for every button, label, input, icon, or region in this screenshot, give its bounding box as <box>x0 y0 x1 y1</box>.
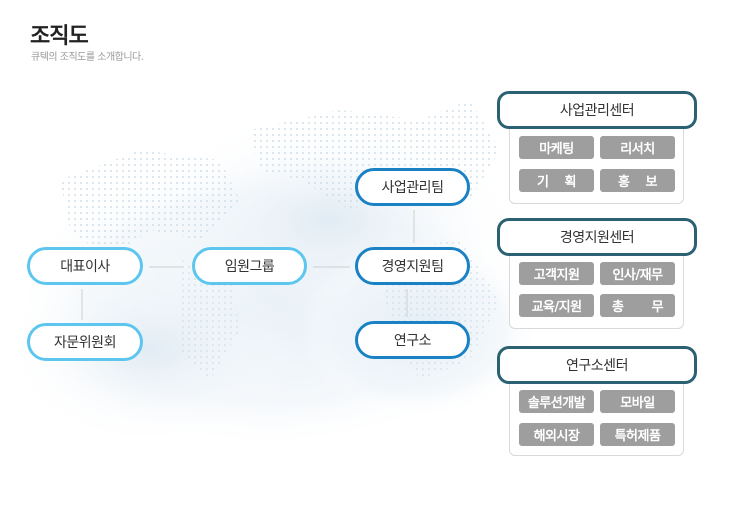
node-business-team[interactable]: 사업관리팀 <box>355 168 470 206</box>
node-research-lab[interactable]: 연구소 <box>355 321 470 359</box>
sub-item-general-affairs[interactable]: 총 무 <box>600 294 675 317</box>
sub-item-patent[interactable]: 특허제품 <box>600 423 675 446</box>
sub-item-overseas[interactable]: 해외시장 <box>519 423 594 446</box>
sub-item-research[interactable]: 리서치 <box>600 136 675 159</box>
sub-item-marketing[interactable]: 마케팅 <box>519 136 594 159</box>
sub-item-pr[interactable]: 홍 보 <box>600 169 675 192</box>
node-advisory[interactable]: 자문위원회 <box>27 323 143 361</box>
node-ceo[interactable]: 대표이사 <box>27 247 143 285</box>
center-management-title[interactable]: 경영지원센터 <box>497 218 697 256</box>
sub-item-planning[interactable]: 기 획 <box>519 169 594 192</box>
sub-item-education[interactable]: 교육/지원 <box>519 294 594 317</box>
center-business-title[interactable]: 사업관리센터 <box>497 91 697 129</box>
sub-item-mobile[interactable]: 모바일 <box>600 390 675 413</box>
center-research-title[interactable]: 연구소센터 <box>497 346 697 384</box>
sub-item-customer-support[interactable]: 고객지원 <box>519 262 594 285</box>
sub-item-solution-dev[interactable]: 솔루션개발 <box>519 390 594 413</box>
page-subtitle: 큐텍의 조직도를 소개합니다. <box>31 52 144 63</box>
page-title: 조직도 <box>30 24 89 49</box>
node-executive[interactable]: 임원그룹 <box>192 247 307 285</box>
sub-item-hr-finance[interactable]: 인사/재무 <box>600 262 675 285</box>
node-management-team[interactable]: 경영지원팀 <box>355 247 470 285</box>
